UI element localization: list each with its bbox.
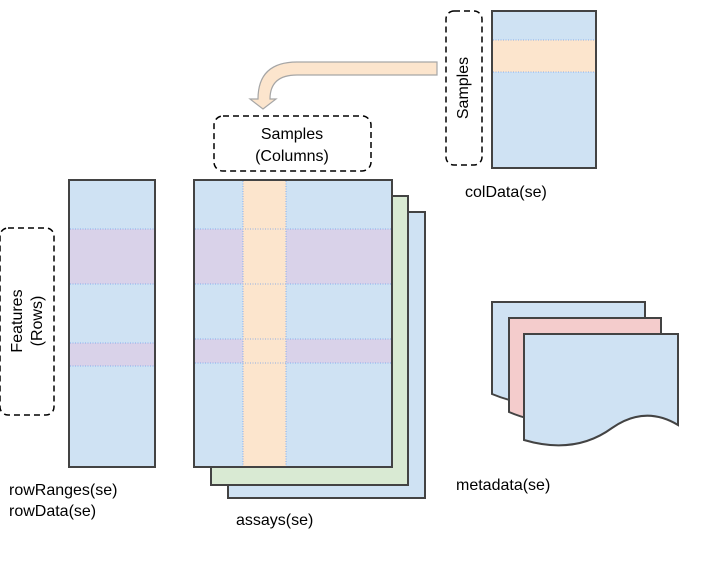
assay-highlight-row-1 bbox=[195, 229, 391, 284]
rowdata-label: rowData(se) bbox=[9, 503, 96, 520]
assays-label: assays(se) bbox=[236, 512, 313, 529]
samples-vertical-label: Samples bbox=[455, 57, 472, 119]
rowdata-table bbox=[69, 180, 155, 467]
coldata-highlight-row bbox=[493, 40, 595, 72]
features-line2: (Rows) bbox=[29, 296, 46, 347]
samples-columns-dashed-box bbox=[213, 115, 372, 172]
samples-dashed-box bbox=[445, 10, 483, 166]
samples-columns-line1: Samples bbox=[261, 126, 323, 143]
assay-highlight-column bbox=[243, 181, 286, 466]
rowranges-label: rowRanges(se) bbox=[9, 482, 117, 499]
coldata-label: colData(se) bbox=[465, 184, 547, 201]
samples-columns-line2: (Columns) bbox=[255, 148, 329, 165]
rowdata-group: rowRanges(se) rowData(se) bbox=[9, 179, 156, 520]
metadata-label: metadata(se) bbox=[456, 477, 550, 494]
assays-group: assays(se) bbox=[193, 179, 426, 529]
samples-columns-group: Samples (Columns) bbox=[213, 115, 372, 172]
coldata-table bbox=[491, 10, 597, 169]
features-line1: Features bbox=[9, 289, 26, 352]
metadata-doc-1 bbox=[523, 333, 679, 447]
assay-highlight-row-2 bbox=[195, 339, 391, 363]
rowdata-highlight-row-2 bbox=[70, 343, 154, 366]
metadata-group: metadata(se) bbox=[456, 301, 679, 494]
coldata-group: Samples colData(se) bbox=[445, 10, 597, 201]
assay-layer-1 bbox=[194, 180, 392, 467]
features-rows-group: Features (Rows) bbox=[0, 227, 55, 416]
curved-arrow-icon bbox=[248, 61, 438, 110]
features-rows-dashed-box bbox=[0, 227, 55, 416]
rowdata-highlight-row-1 bbox=[70, 229, 154, 284]
